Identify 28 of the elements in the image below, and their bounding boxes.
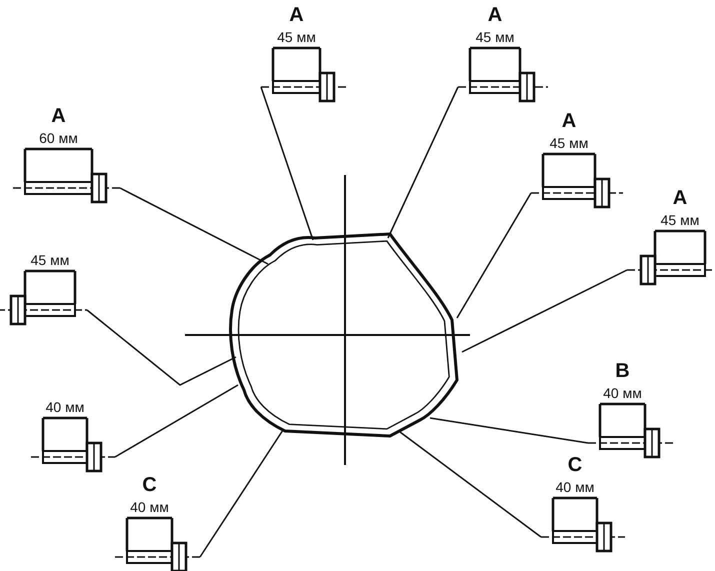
bolt-type-letter: А bbox=[672, 188, 688, 208]
leader-line bbox=[400, 431, 542, 538]
bolt-type-letter: А bbox=[50, 106, 67, 126]
length-label: 45 мм bbox=[660, 213, 700, 227]
length-label: 40 мм bbox=[554, 480, 596, 494]
leader-line bbox=[387, 86, 459, 238]
length-label: 40 мм bbox=[129, 500, 170, 514]
leader-line bbox=[114, 384, 238, 458]
length-label: 45 мм bbox=[474, 30, 516, 44]
bolt-type-letter: С bbox=[566, 455, 584, 475]
length-label: 40 мм bbox=[44, 400, 86, 414]
leader-line bbox=[430, 417, 588, 444]
bolt-type-letter: А bbox=[486, 5, 504, 25]
leader-line bbox=[462, 269, 628, 353]
length-label: 45 мм bbox=[276, 30, 317, 44]
bolt-type-letter: А bbox=[560, 111, 578, 131]
length-label: 45 мм bbox=[548, 136, 590, 150]
bolt-type-letter: С bbox=[141, 475, 158, 495]
bolt-type-letter: В bbox=[614, 361, 631, 381]
leader-line bbox=[199, 430, 284, 558]
length-label: 60 мм bbox=[38, 131, 79, 145]
leader-line bbox=[120, 187, 268, 265]
leader-line bbox=[456, 192, 532, 318]
length-label: 40 мм bbox=[602, 386, 643, 400]
leader-line bbox=[260, 86, 314, 240]
length-label: 45 мм bbox=[30, 253, 70, 267]
leader-line bbox=[86, 309, 236, 386]
bolt-type-letter: А bbox=[288, 5, 305, 25]
